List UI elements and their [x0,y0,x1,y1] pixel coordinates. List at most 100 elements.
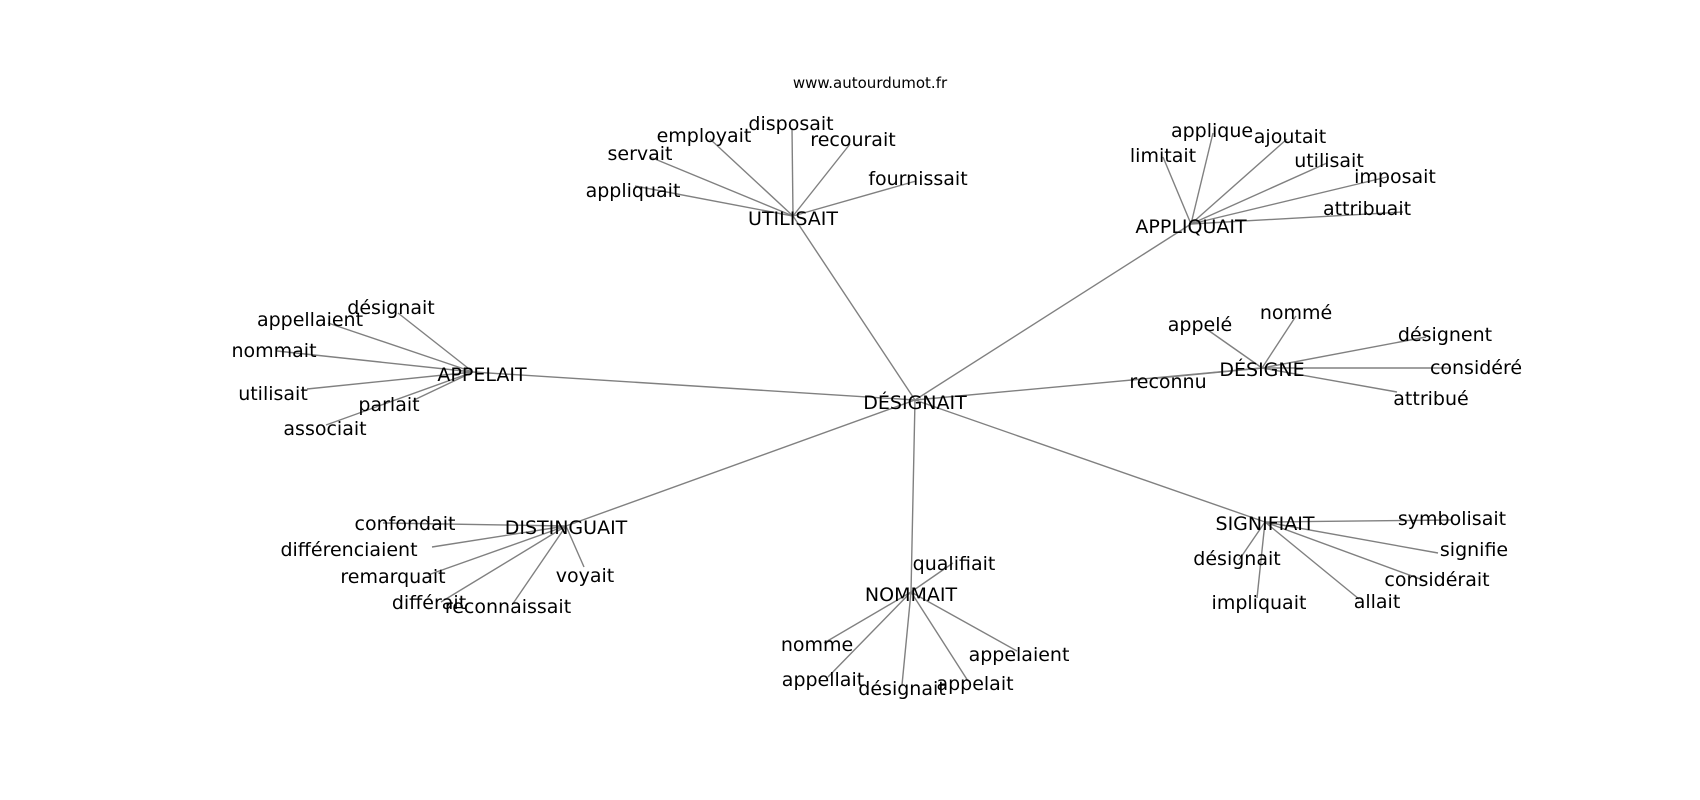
edge-hub-leaf [440,525,567,603]
leaf-word[interactable]: appelaient [969,644,1070,666]
leaf-word[interactable]: servait [607,143,672,165]
leaf-word[interactable]: différait [392,592,466,614]
leaf-word[interactable]: qualifiait [913,553,996,575]
edge-hub-leaf [910,562,954,593]
leaf-word[interactable]: désignent [1398,324,1492,346]
edge-hub-leaf [709,138,794,217]
edge-hub-leaf [511,525,567,606]
edge-root-hub [914,399,1266,523]
leaf-word[interactable]: appelé [1168,314,1232,336]
leaf-word[interactable]: utilisait [1294,150,1364,172]
edge-hub-leaf [1256,521,1266,599]
edge-root-hub [910,399,916,593]
leaf-word[interactable]: allait [1354,591,1401,613]
leaf-word[interactable]: voyait [556,565,614,587]
leaf-word[interactable]: appellaient [257,309,363,331]
edge-hub-leaf [634,185,794,217]
leaf-word[interactable]: fournissait [868,168,967,190]
edge-hub-leaf [1264,521,1439,554]
edge-hub-leaf [382,522,567,527]
edge-hub-leaf [791,127,794,217]
leaf-word[interactable]: différenciaient [280,539,417,561]
edge-hub-leaf [827,591,912,678]
hub-word[interactable]: DISTINGUAIT [505,517,628,539]
labels-layer: appliquait servaitemployaitdisposaitrecou… [231,113,1522,700]
edge-root-hub [472,371,916,401]
hub-word[interactable]: NOMMAIT [865,584,958,606]
edge-hub-leaf [792,143,851,217]
leaf-word[interactable]: ajoutait [1254,126,1326,148]
edge-hub-leaf [1264,521,1360,600]
leaf-word[interactable]: recourait [810,129,895,151]
leaf-word[interactable]: disposait [748,113,833,135]
edge-hub-leaf [325,371,474,426]
edge-hub-leaf [1261,367,1398,393]
leaf-word[interactable]: parlait [358,394,419,416]
leaf-word[interactable]: appellait [782,669,864,691]
edge-hub-leaf [649,156,794,217]
edge-hub-leaf [792,180,917,217]
leaf-word[interactable]: employait [657,125,752,147]
edge-hub-leaf [1190,138,1288,225]
leaf-word[interactable]: remarquait [340,566,445,588]
hub-word[interactable]: SIGNIFIAIT [1216,513,1315,535]
leaf-word[interactable]: impliquait [1212,592,1307,614]
edge-hub-leaf [431,525,567,548]
edge-hub-leaf [413,371,474,401]
edge-hub-leaf [1157,367,1263,379]
edge-hub-leaf [1264,521,1424,581]
edge-hub-leaf [1204,327,1263,369]
leaf-word[interactable]: désignait [1193,548,1280,570]
edge-hub-leaf [1238,521,1266,561]
hub-word[interactable]: UTILISAIT [748,208,838,230]
leaf-word[interactable]: applique [1171,120,1253,142]
leaf-word[interactable]: limitait [1130,145,1196,167]
leaf-word[interactable]: désignait [858,678,945,700]
leaf-word[interactable]: nomme [781,634,853,656]
site-url: www.autourdumot.fr [793,74,948,92]
leaf-word[interactable]: signifie [1440,539,1508,561]
leaf-word[interactable]: désignait [347,297,434,319]
edge-root-hub [914,223,1192,401]
edge-hub-leaf [565,525,585,568]
edge-hub-leaf [1261,315,1297,369]
edge-hub-leaf [1190,176,1388,225]
leaf-word[interactable]: symbolisait [1398,508,1506,530]
edge-hub-leaf [397,312,474,373]
edge-hub-leaf [306,371,474,390]
leaf-word[interactable]: appelait [936,673,1013,695]
hub-word[interactable]: DÉSIGNE [1219,358,1304,381]
edge-hub-leaf [901,591,912,686]
edge-hub-leaf [276,350,474,373]
edge-hub-leaf [1190,211,1404,225]
leaf-word[interactable]: imposait [1354,166,1436,188]
leaf-word[interactable]: reconnu [1129,371,1206,393]
edge-hub-leaf [1190,162,1328,225]
leaf-word[interactable]: nommait [231,340,316,362]
edge-root-hub [792,215,916,401]
root-word[interactable]: DÉSIGNAIT [863,391,967,414]
leaf-word[interactable]: appliquait [586,180,681,202]
leaf-word[interactable]: considérait [1384,569,1489,591]
leaf-word[interactable]: attribuait [1323,198,1411,220]
edge-hub-leaf [1264,519,1452,523]
leaf-word[interactable]: utilisait [238,383,308,405]
edge-hub-leaf [1190,132,1214,225]
leaf-word[interactable]: nommé [1260,302,1332,324]
leaf-word[interactable]: reconnaissait [445,596,571,618]
edge-hub-leaf [327,322,474,373]
hub-word[interactable]: APPELAIT [437,364,527,386]
edge-hub-leaf [823,591,912,644]
edges-layer [276,127,1452,686]
edge-hub-leaf [427,525,567,576]
edge-hub-leaf [1261,336,1427,369]
leaf-word[interactable]: confondait [355,513,456,535]
leaf-word[interactable]: associait [283,418,366,440]
edge-hub-leaf [910,591,969,682]
leaf-word[interactable]: attribué [1393,388,1468,410]
hub-word[interactable]: APPLIQUAIT [1135,216,1247,238]
leaf-word[interactable]: considéré [1430,357,1522,379]
edge-hub-leaf [1162,156,1192,225]
